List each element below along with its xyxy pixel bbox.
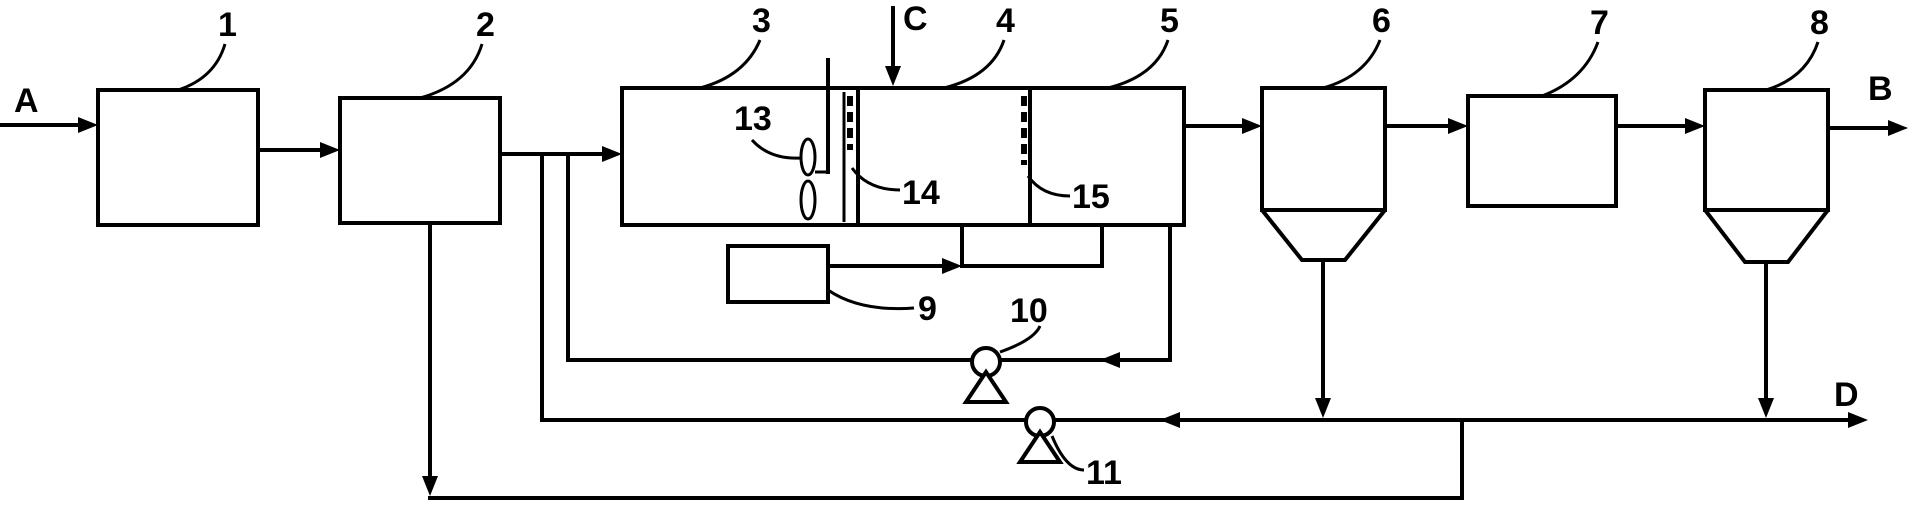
unit-2-box	[338, 96, 502, 225]
stirrer-blade-bottom	[799, 179, 817, 221]
label-outlet-D: D	[1834, 376, 1859, 414]
arrow-7-8	[1685, 118, 1705, 134]
label-unit-3: 3	[752, 2, 771, 40]
leader-9	[827, 288, 915, 311]
leader-11	[1050, 435, 1085, 472]
leader-5	[1107, 39, 1170, 90]
label-unit-1: 1	[218, 6, 237, 44]
pump-11-base	[1016, 428, 1064, 464]
leader-13	[750, 138, 803, 160]
arrow-D	[1848, 412, 1868, 428]
unit-9-box	[726, 244, 830, 304]
label-unit-7: 7	[1590, 4, 1609, 42]
arrow-9	[942, 258, 962, 274]
unit-1-box	[96, 88, 260, 227]
label-unit-2: 2	[476, 6, 495, 44]
label-inlet-A: A	[14, 82, 39, 120]
label-unit-5: 5	[1160, 2, 1179, 40]
arrow-recycle-10	[1100, 352, 1120, 368]
leader-2	[419, 43, 484, 100]
arrow-sludge-left	[1160, 412, 1180, 428]
pump-10-base	[962, 368, 1010, 404]
leader-4	[943, 39, 1006, 90]
leader-7	[1541, 41, 1600, 98]
leader-14	[850, 167, 901, 192]
label-pump-11: 11	[1086, 454, 1122, 492]
arrow-2-3	[602, 146, 622, 162]
unit-3-5-tank	[620, 86, 1186, 227]
unit-8-settler	[1703, 88, 1830, 264]
arrow-C	[885, 66, 901, 86]
label-unit-9: 9	[918, 290, 937, 328]
label-unit-8: 8	[1810, 4, 1829, 42]
leader-3	[699, 39, 762, 90]
label-stirrer-13: 13	[734, 100, 772, 138]
leader-10	[999, 325, 1042, 354]
leader-1	[177, 43, 227, 92]
unit-7-box	[1466, 94, 1618, 208]
label-pump-10: 10	[1010, 292, 1048, 330]
unit-6-settler	[1260, 86, 1387, 262]
arrow-sludge-6	[1315, 398, 1331, 418]
label-unit-4: 4	[996, 2, 1015, 40]
arrow-5-6	[1242, 118, 1262, 134]
label-partition-14: 14	[902, 174, 940, 212]
leader-8	[1765, 41, 1820, 92]
label-unit-6: 6	[1372, 2, 1391, 40]
arrow-6-7	[1448, 118, 1468, 134]
label-inlet-C: C	[903, 0, 928, 38]
leader-15	[1026, 175, 1071, 198]
arrow-A	[78, 117, 98, 133]
leader-6	[1322, 39, 1382, 90]
arrow-B	[1888, 120, 1908, 136]
arrow-sludge-8	[1758, 398, 1774, 418]
label-partition-15: 15	[1072, 178, 1110, 216]
arrow-1-2	[320, 142, 340, 158]
arrow-sludge-2	[422, 476, 438, 496]
label-outlet-B: B	[1868, 70, 1893, 108]
